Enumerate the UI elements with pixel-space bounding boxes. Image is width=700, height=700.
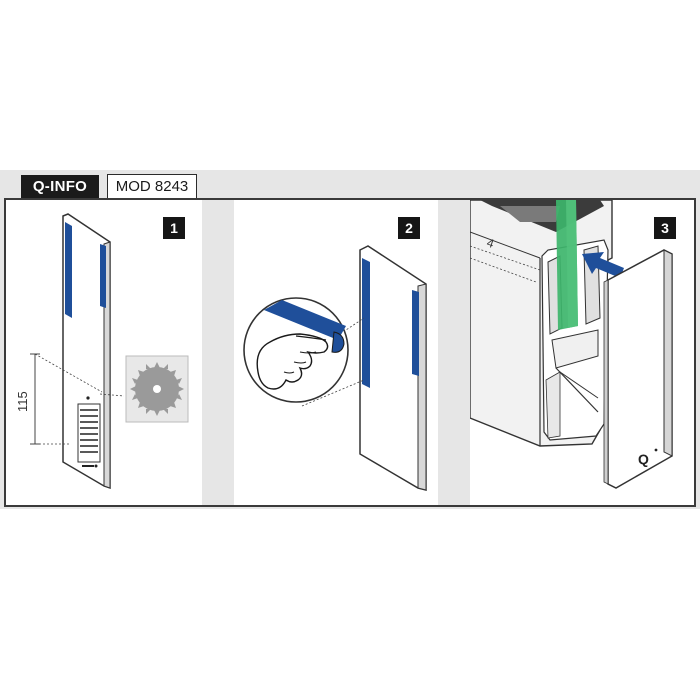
step-3-badge: 3 xyxy=(654,217,676,239)
saw-blade-icon xyxy=(130,362,184,416)
step-2-illustration xyxy=(243,245,427,491)
cut-area-hatching xyxy=(77,403,101,463)
protective-tape-right-2 xyxy=(412,290,419,376)
hand-peeling-tape-icon xyxy=(256,300,346,390)
q-info-badge: Q-INFO xyxy=(21,175,99,198)
protective-tape-right xyxy=(100,244,106,308)
insert-arrow-icon xyxy=(582,252,624,278)
end-cap-brand-mark: Q xyxy=(638,451,649,467)
step-1-illustration: 115 xyxy=(15,213,189,490)
model-number-label: MOD 8243 xyxy=(107,174,197,199)
protective-tape-left xyxy=(65,222,72,318)
step-1-badge: 1 xyxy=(163,217,185,239)
dimension-label-115: 115 xyxy=(15,391,30,412)
step-3-illustration: 4 Q xyxy=(470,200,673,489)
panel-divider-1 xyxy=(202,200,234,505)
step-2-badge: 2 xyxy=(398,217,420,239)
panel-divider-2 xyxy=(438,200,470,505)
protective-tape-left-2 xyxy=(362,258,370,388)
dimension-label-4: 4 xyxy=(485,236,496,251)
